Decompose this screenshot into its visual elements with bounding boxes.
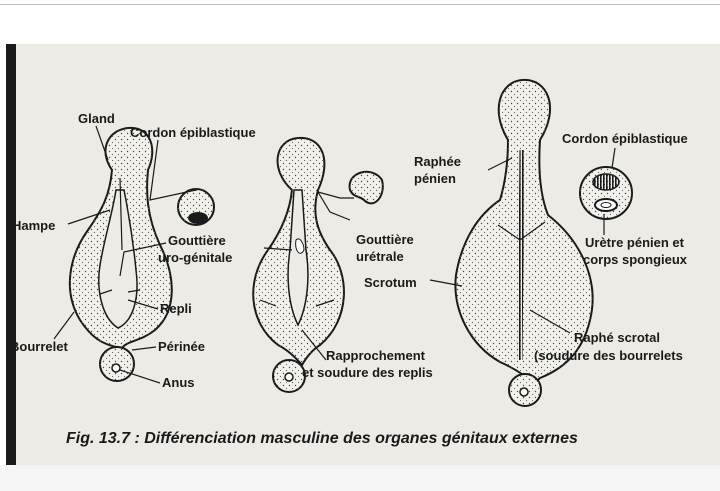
label-uretre-line1: Urètre pénien et [585, 235, 685, 250]
label-rapprochement-line1: Rapprochement [326, 348, 426, 363]
label-raphe-scrotal-line1: Raphé scrotal [574, 330, 660, 345]
label-bourrelet: Bourrelet [10, 339, 68, 354]
stage-1-figure [70, 128, 172, 381]
label-raphe-penien-line1: Raphée [414, 154, 461, 169]
label-scrotum: Scrotum [364, 275, 417, 290]
label-cordon-epiblastique-1: Cordon épiblastique [130, 125, 256, 140]
label-cordon-epiblastique-2: Cordon épiblastique [562, 131, 688, 146]
figure-caption: Fig. 13.7 : Différenciation masculine de… [66, 430, 578, 447]
label-perinee: Périnée [158, 339, 205, 354]
stage-3-cross-section [580, 167, 632, 219]
label-raphe-scrotal-line2: (soudure des bourrelets [534, 348, 683, 363]
label-anus: Anus [162, 375, 195, 390]
stage-1-cord-section [178, 189, 214, 225]
stage-2-cord-section [350, 172, 383, 204]
label-hampe: Hampe [12, 218, 55, 233]
label-gouttiere-ur-line2: urétrale [356, 249, 404, 264]
label-raphe-penien-line2: pénien [414, 171, 456, 186]
label-repli: Repli [160, 301, 192, 316]
label-rapprochement-line2: et soudure des replis [302, 365, 433, 380]
label-gouttiere-ug-line1: Gouttière [168, 233, 226, 248]
label-gland: Gland [78, 111, 115, 126]
label-gouttiere-ur-line1: Gouttière [356, 232, 414, 247]
label-gouttiere-ug-line2: uro-génitale [158, 250, 232, 265]
label-uretre-line2: corps spongieux [583, 252, 688, 267]
